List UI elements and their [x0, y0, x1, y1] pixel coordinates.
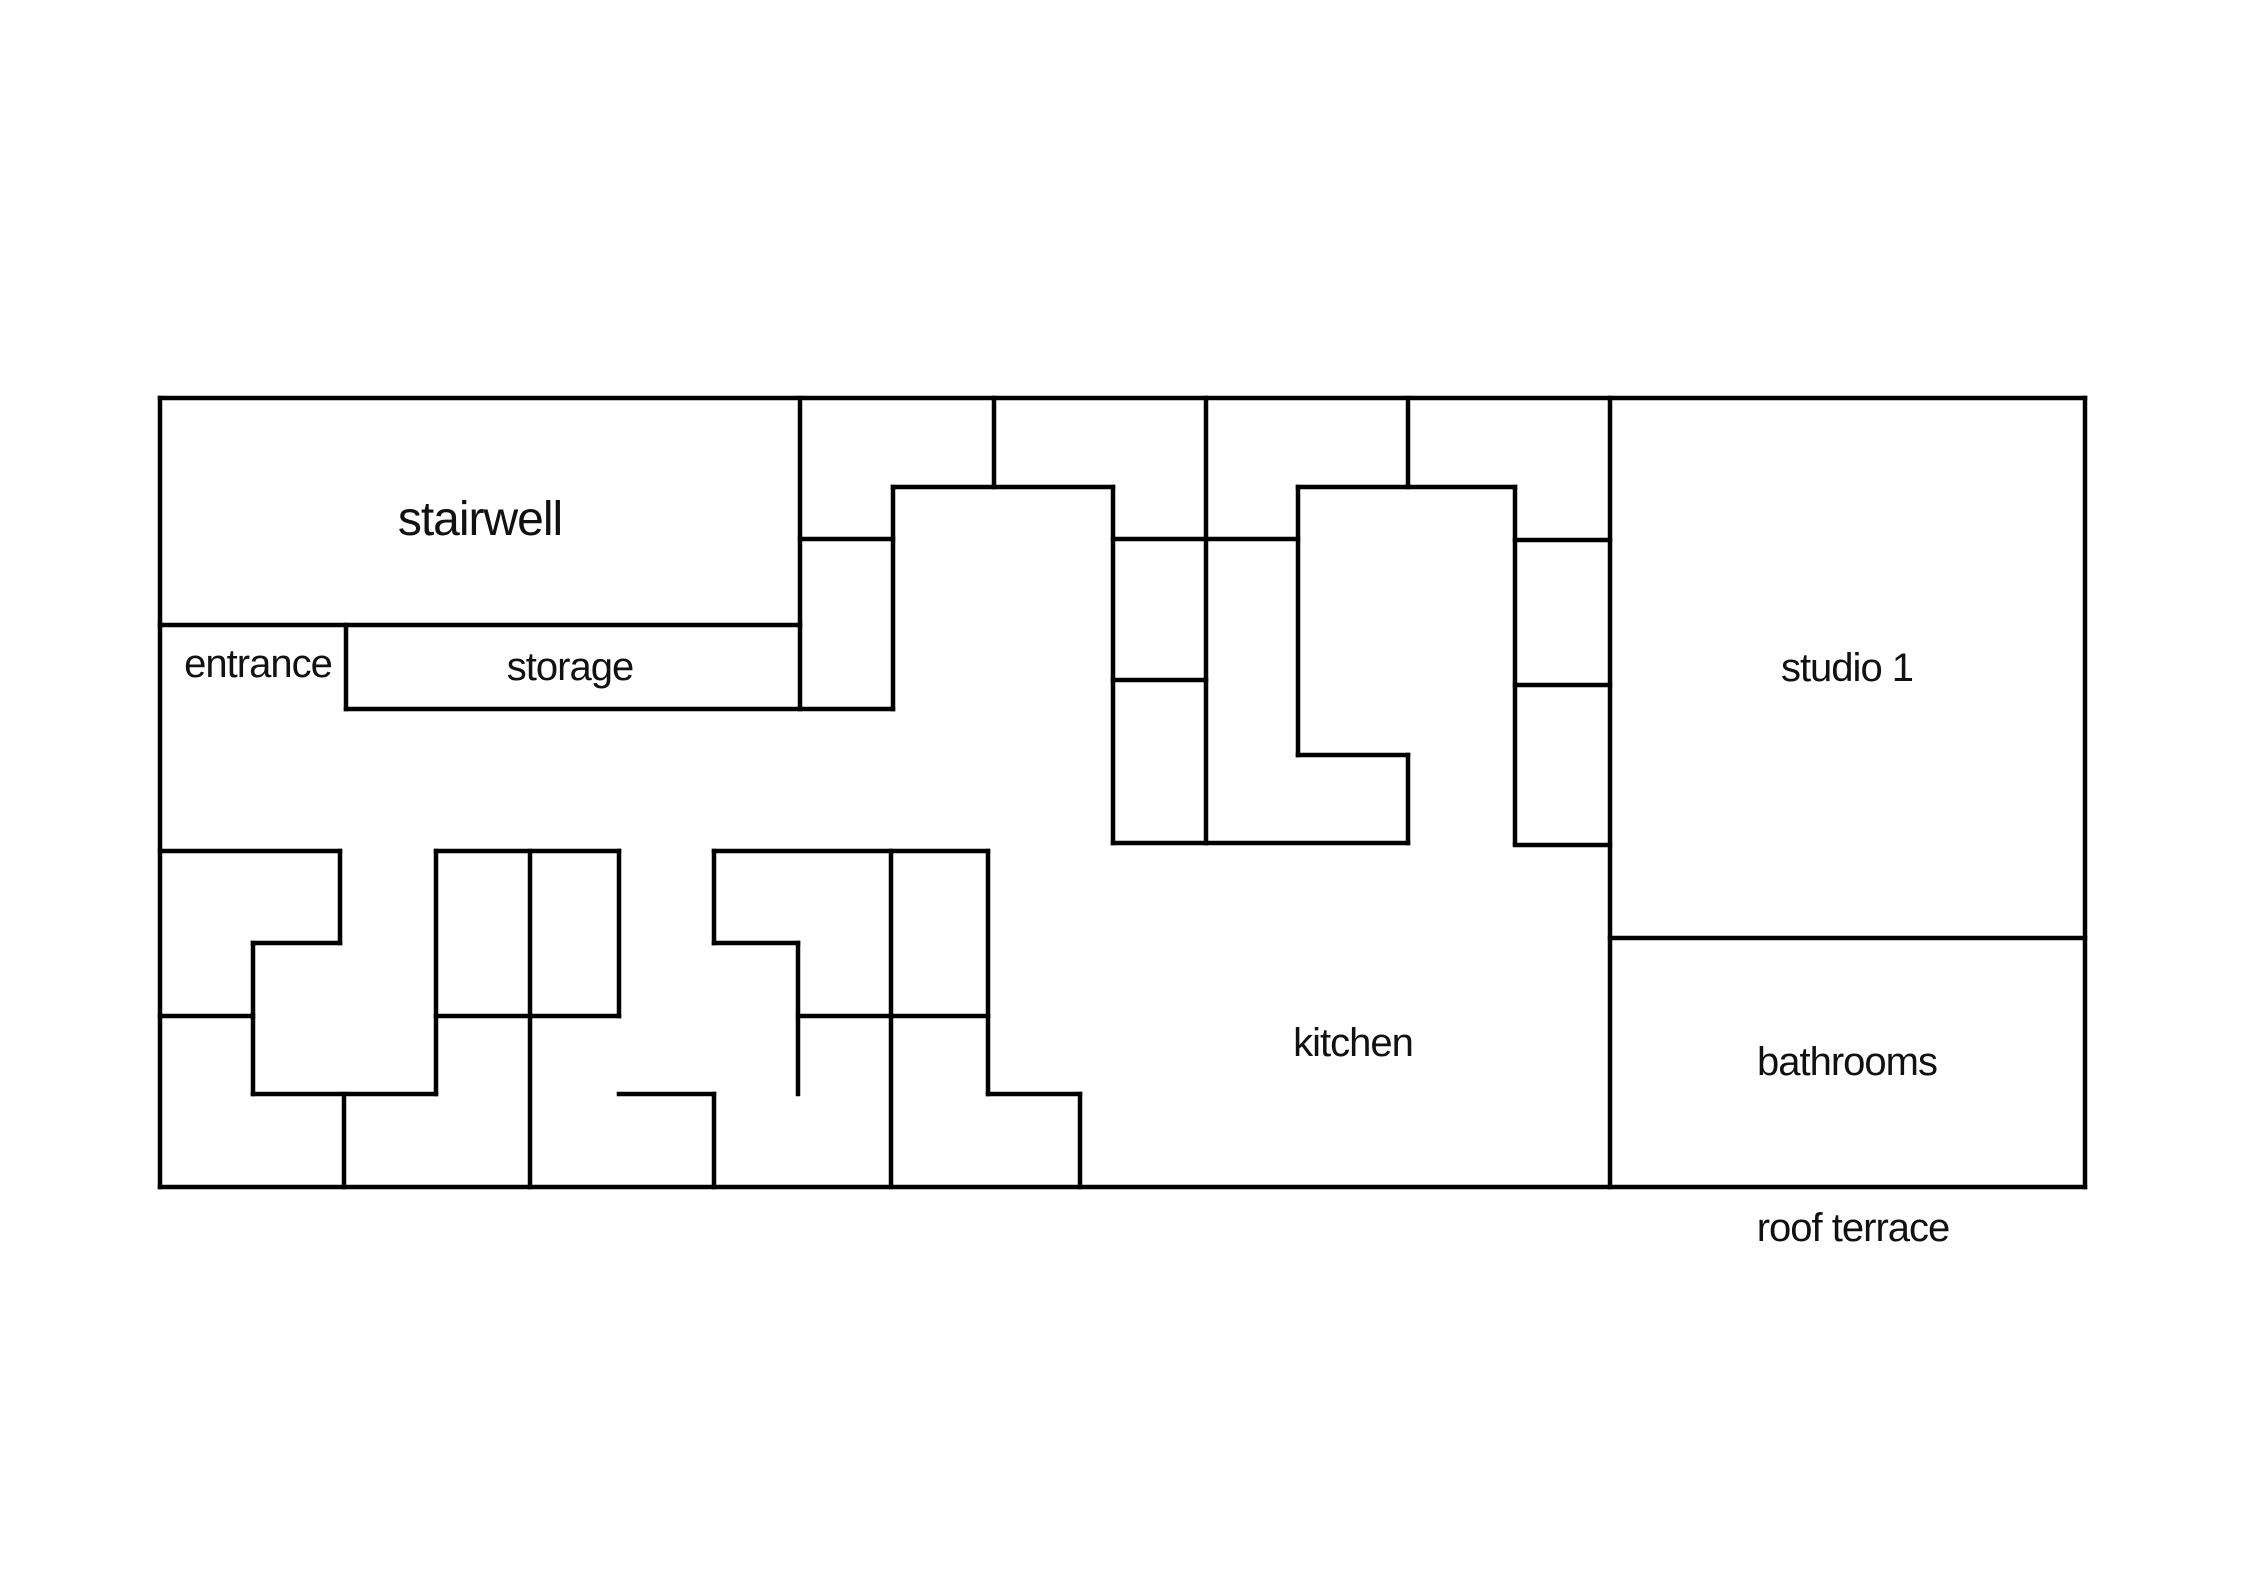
room-label-bathrooms: bathrooms [1757, 1040, 1938, 1084]
room-label-studio-1: studio 1 [1780, 646, 1914, 690]
room-label-storage: storage [506, 645, 634, 689]
room-label-roof-terrace: roof terrace [1756, 1206, 1951, 1250]
room-label-kitchen: kitchen [1293, 1021, 1414, 1065]
room-label-entrance: entrance [184, 642, 333, 686]
room-label-stairwell: stairwell [397, 493, 563, 546]
